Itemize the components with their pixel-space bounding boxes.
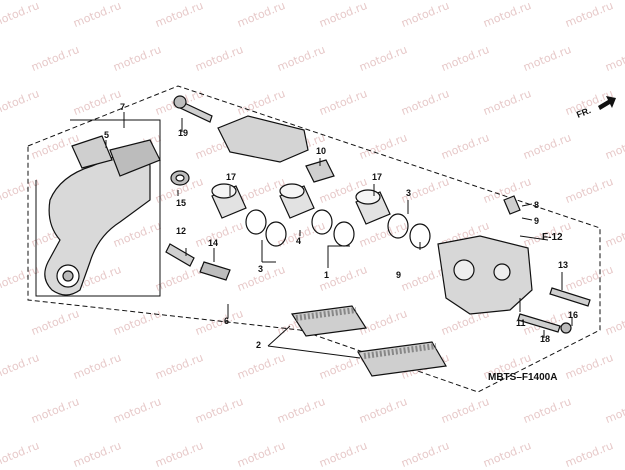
- bracket-frame: [35, 119, 161, 297]
- callout-18: 18: [540, 334, 550, 344]
- piston-mid-part: [279, 183, 315, 219]
- callout-19: 19: [178, 128, 188, 138]
- callout-9-right: 9: [534, 216, 539, 226]
- callout-1: 1: [324, 270, 329, 280]
- caliper-bracket-part: [44, 139, 161, 296]
- pin-18-part: [517, 313, 572, 334]
- bleeder-part: [503, 195, 521, 215]
- callout-5: 5: [104, 130, 109, 140]
- bolt-13-part: [549, 287, 591, 307]
- pin-boot-part: [170, 170, 190, 186]
- callout-13: 13: [558, 260, 568, 270]
- pin-boot-14-part: [199, 261, 231, 281]
- boot-part: [71, 135, 113, 169]
- callout-16: 16: [568, 310, 578, 320]
- pin-part: [165, 243, 195, 267]
- callout-9-left: 9: [396, 270, 401, 280]
- caliper-body-part: [437, 235, 533, 315]
- callout-10: 10: [316, 146, 326, 156]
- callout-11: 11: [516, 318, 526, 328]
- direction-arrow-icon: [598, 96, 616, 110]
- callout-3-right: 3: [406, 188, 411, 198]
- callout-6: 6: [224, 316, 229, 326]
- pad-spring-part: [217, 115, 309, 163]
- brake-pad-front-part: [290, 305, 368, 337]
- assembly-frame: [27, 85, 601, 393]
- reference-code: F-12: [542, 232, 563, 243]
- direction-indicator: FR.: [575, 96, 616, 120]
- figure-code: MBTS–F1400A: [488, 372, 557, 383]
- piston-right-part: [355, 189, 391, 225]
- callout-3-left: 3: [258, 264, 263, 274]
- clip-part: [305, 159, 335, 183]
- seal-rings: [245, 209, 431, 249]
- callout-2: 2: [256, 340, 261, 350]
- callout-4: 4: [296, 236, 301, 246]
- callout-15: 15: [176, 198, 186, 208]
- callout-14: 14: [208, 238, 218, 248]
- callout-8: 8: [534, 200, 539, 210]
- direction-label: FR.: [575, 105, 592, 120]
- brake-pad-rear-part: [357, 341, 447, 377]
- bolt-part: [173, 95, 213, 123]
- leader-lines: [105, 112, 573, 359]
- piston-left-part: [211, 183, 247, 219]
- callout-17-left: 17: [226, 172, 236, 182]
- callout-12: 12: [176, 226, 186, 236]
- callout-17-right: 17: [372, 172, 382, 182]
- callout-7: 7: [120, 102, 125, 112]
